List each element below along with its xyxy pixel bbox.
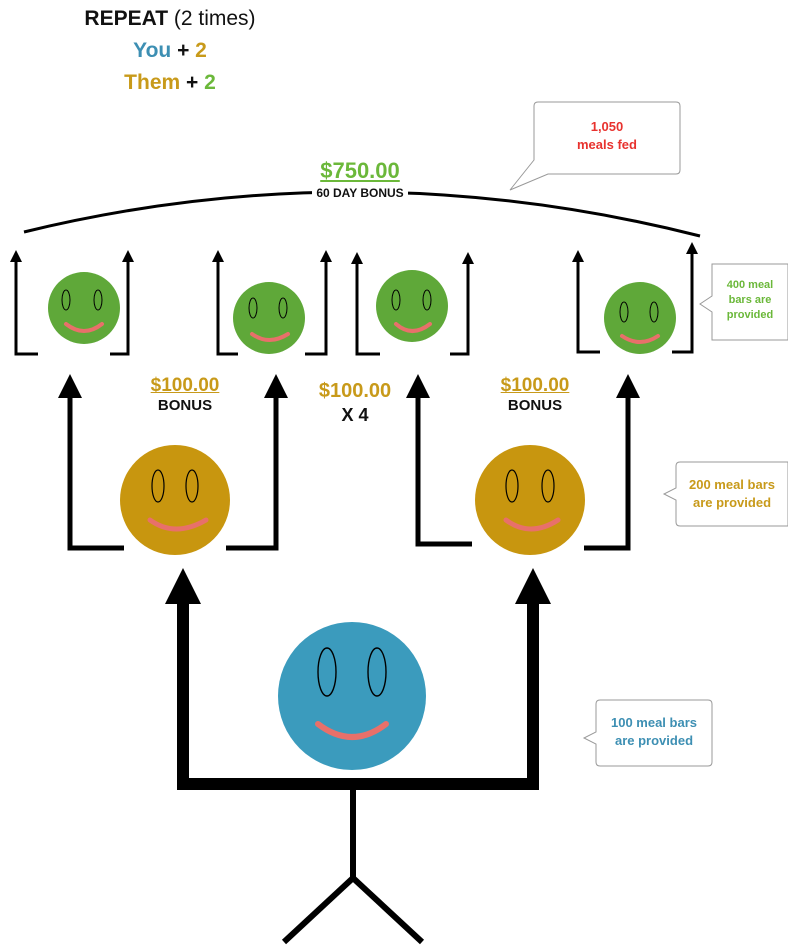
stick-figure	[281, 784, 425, 945]
callout-level3-line2: bars are	[728, 294, 772, 306]
top-bonus: $750.00 60 DAY BONUS	[270, 158, 450, 202]
green-face-4	[604, 282, 676, 354]
repeat-header: REPEAT (2 times)	[0, 6, 340, 32]
center-bonus-multiplier: X 4	[341, 405, 369, 425]
level3-arrowheads	[10, 242, 698, 264]
center-bonus-amount: $100.00	[318, 380, 392, 402]
callout-level3-line1: 400 meal	[726, 279, 774, 291]
you-plus-line: You + 2	[0, 38, 340, 64]
them-word: Them	[124, 71, 181, 94]
callout-meals-fed-box	[509, 101, 681, 191]
you-word: You	[133, 39, 172, 62]
repeat-word: REPEAT	[84, 7, 169, 30]
callout-level3-line3: provided	[726, 309, 774, 321]
level3-brackets	[14, 252, 694, 356]
right-bonus-label: BONUS	[507, 397, 563, 414]
right-bonus-amount: $100.00	[500, 375, 570, 396]
right-bonus: $100.00 BONUS	[470, 375, 600, 414]
level2-arrowheads	[58, 374, 640, 398]
callout-level2-line1: 200 meal bars	[688, 477, 775, 492]
callout-meals-fed: 1,050 meals fed	[534, 118, 680, 154]
callout-level1-box	[582, 699, 713, 767]
left-bonus-label: BONUS	[157, 397, 213, 414]
top-bonus-amount: $750.00	[316, 158, 404, 184]
callout-level2: 200 meal bars are provided	[676, 476, 788, 512]
you-number: 2	[195, 39, 207, 62]
callout-meals-fed-line2: meals fed	[577, 137, 637, 152]
green-face-3	[376, 270, 448, 342]
level1-arrowheads	[165, 568, 551, 604]
callout-level3: 400 meal bars are provided	[712, 278, 788, 323]
them-number: 2	[204, 71, 216, 94]
callout-level2-line2: are provided	[692, 495, 772, 510]
left-bonus: $100.00 BONUS	[120, 375, 250, 414]
green-face-2	[233, 282, 305, 354]
left-bonus-amount: $100.00	[150, 375, 220, 396]
gold-face-right	[475, 445, 585, 555]
repeat-suffix: (2 times)	[168, 7, 256, 30]
callout-meals-fed-line1: 1,050	[590, 119, 624, 134]
callout-level1-line1: 100 meal bars	[610, 715, 697, 730]
callout-level3-box	[699, 263, 788, 341]
callout-level1: 100 meal bars are provided	[596, 714, 712, 750]
blue-face	[278, 622, 426, 770]
green-face-1	[48, 272, 120, 344]
callout-level2-box	[662, 461, 788, 527]
center-bonus: $100.00 X 4	[290, 380, 420, 426]
level2-brackets	[67, 390, 631, 551]
them-plus: +	[180, 71, 205, 94]
level1-bracket	[177, 600, 539, 790]
them-plus-line: Them + 2	[0, 70, 340, 96]
callout-level1-line2: are provided	[614, 733, 694, 748]
top-bonus-label: 60 DAY BONUS	[312, 186, 408, 200]
gold-face-left	[120, 445, 230, 555]
you-plus: +	[171, 39, 196, 62]
